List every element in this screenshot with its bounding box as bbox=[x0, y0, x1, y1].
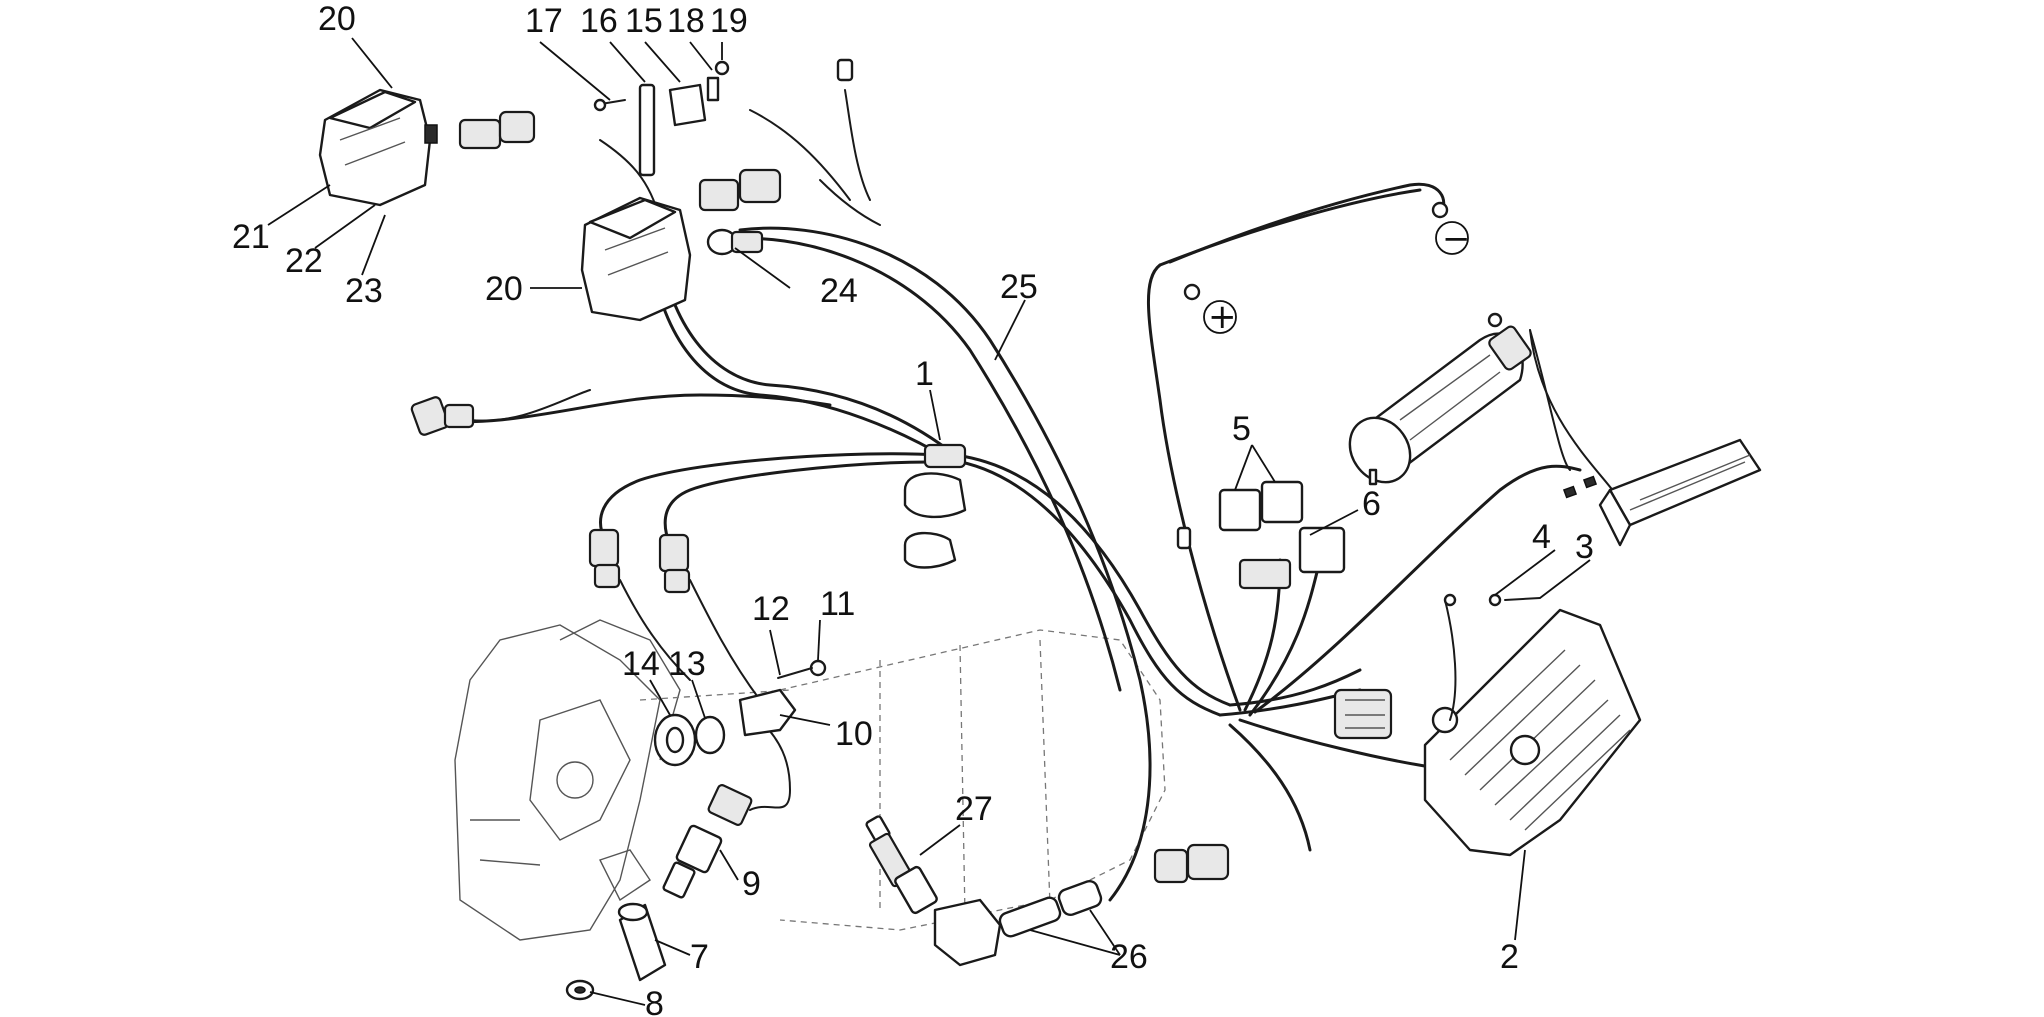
harness-clip bbox=[903, 443, 967, 569]
callout-26: 26 bbox=[1110, 938, 1148, 976]
engine-block-outline bbox=[454, 619, 1166, 941]
callout-24: 24 bbox=[820, 272, 858, 310]
callout-20-lower: 20 bbox=[485, 270, 523, 308]
callout-27: 27 bbox=[955, 790, 993, 828]
callout-labels: 20 17 16 15 18 19 21 22 23 20 24 25 1 5 … bbox=[232, 0, 1594, 1017]
callout-16: 16 bbox=[580, 2, 618, 40]
callout-18: 18 bbox=[667, 2, 705, 40]
positive-terminal-symbol: + bbox=[1208, 297, 1237, 337]
callout-11: 11 bbox=[820, 585, 855, 623]
callout-13: 13 bbox=[668, 645, 706, 683]
connector-lower-right bbox=[1153, 843, 1230, 884]
relays bbox=[1176, 480, 1346, 590]
callout-9: 9 bbox=[742, 865, 761, 903]
sensor-assembly bbox=[653, 659, 827, 767]
callout-10: 10 bbox=[835, 715, 873, 753]
sensor-connectors bbox=[588, 528, 691, 594]
callout-21: 21 bbox=[232, 218, 270, 256]
pressure-switch bbox=[662, 784, 753, 899]
terminal-symbols: + − bbox=[1203, 219, 1471, 337]
callout-6: 6 bbox=[1362, 485, 1381, 523]
control-unit bbox=[1562, 438, 1762, 547]
callout-19: 19 bbox=[710, 2, 748, 40]
callout-12: 12 bbox=[752, 590, 790, 628]
negative-terminal-symbol: − bbox=[1442, 219, 1471, 259]
callout-1: 1 bbox=[915, 355, 934, 393]
coil-bracket bbox=[593, 60, 730, 177]
callout-3: 3 bbox=[1575, 528, 1594, 566]
callout-4: 4 bbox=[1532, 518, 1551, 556]
main-harness-wires bbox=[428, 89, 1621, 902]
sleeve-and-washer bbox=[565, 902, 667, 1001]
callout-20-top: 20 bbox=[318, 0, 356, 38]
callout-17: 17 bbox=[525, 2, 563, 40]
spark-lead-terminal bbox=[836, 58, 854, 82]
callout-2: 2 bbox=[1500, 938, 1519, 976]
leader-lines bbox=[267, 37, 1591, 1006]
battery-terminals bbox=[1183, 201, 1449, 301]
callout-14: 14 bbox=[622, 645, 660, 683]
voltage-regulator bbox=[1423, 593, 1642, 857]
ignition-coil-lower bbox=[580, 196, 764, 322]
regulator-connector bbox=[1333, 688, 1393, 740]
starter-cylinder bbox=[1348, 312, 1532, 486]
spark-plug-and-cap bbox=[865, 815, 1103, 967]
callout-15: 15 bbox=[625, 2, 663, 40]
callout-7: 7 bbox=[690, 938, 709, 976]
callout-22: 22 bbox=[285, 242, 323, 280]
callout-8: 8 bbox=[645, 985, 664, 1017]
connectors-upper bbox=[410, 110, 782, 436]
ignition-coil-upper bbox=[318, 88, 438, 207]
callout-25: 25 bbox=[1000, 268, 1038, 306]
callout-23: 23 bbox=[345, 272, 383, 310]
callout-5: 5 bbox=[1232, 410, 1251, 448]
